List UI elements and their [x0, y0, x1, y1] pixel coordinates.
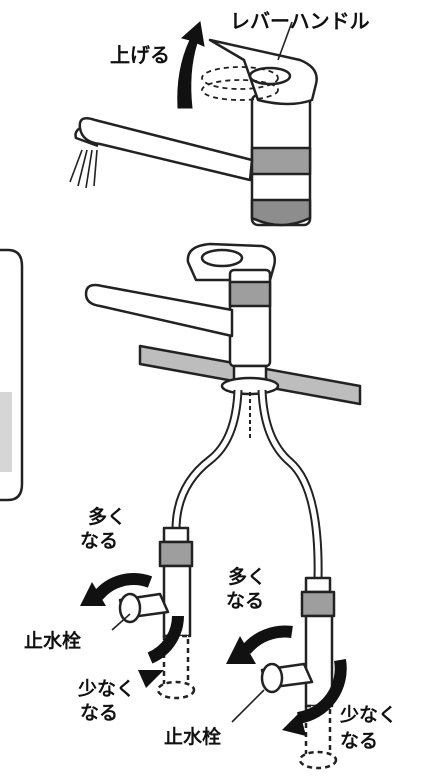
label-less-right-1: 少なく — [340, 704, 397, 726]
label-stop-valve-left: 止水栓 — [24, 630, 81, 652]
label-more-right-2: なる — [226, 590, 264, 612]
label-less-right-2: なる — [340, 730, 378, 752]
faucet-installed — [86, 244, 360, 580]
label-more-right-1: 多く — [228, 566, 266, 588]
label-less-left-2: なる — [80, 702, 118, 724]
water-spray — [70, 150, 97, 188]
label-stop-valve-right: 止水栓 — [164, 726, 221, 748]
hose-right — [262, 390, 318, 580]
label-less-left-1: 少なく — [78, 678, 135, 700]
label-more-left-2: なる — [80, 530, 118, 552]
label-lever-handle: レバーハンドル — [230, 10, 370, 32]
label-more-left-1: 多く — [88, 506, 126, 528]
label-raise: 上げる — [110, 44, 170, 66]
stop-valve-right — [262, 578, 336, 768]
raise-arrow-icon — [178, 22, 204, 108]
side-panel-edge — [0, 250, 22, 500]
